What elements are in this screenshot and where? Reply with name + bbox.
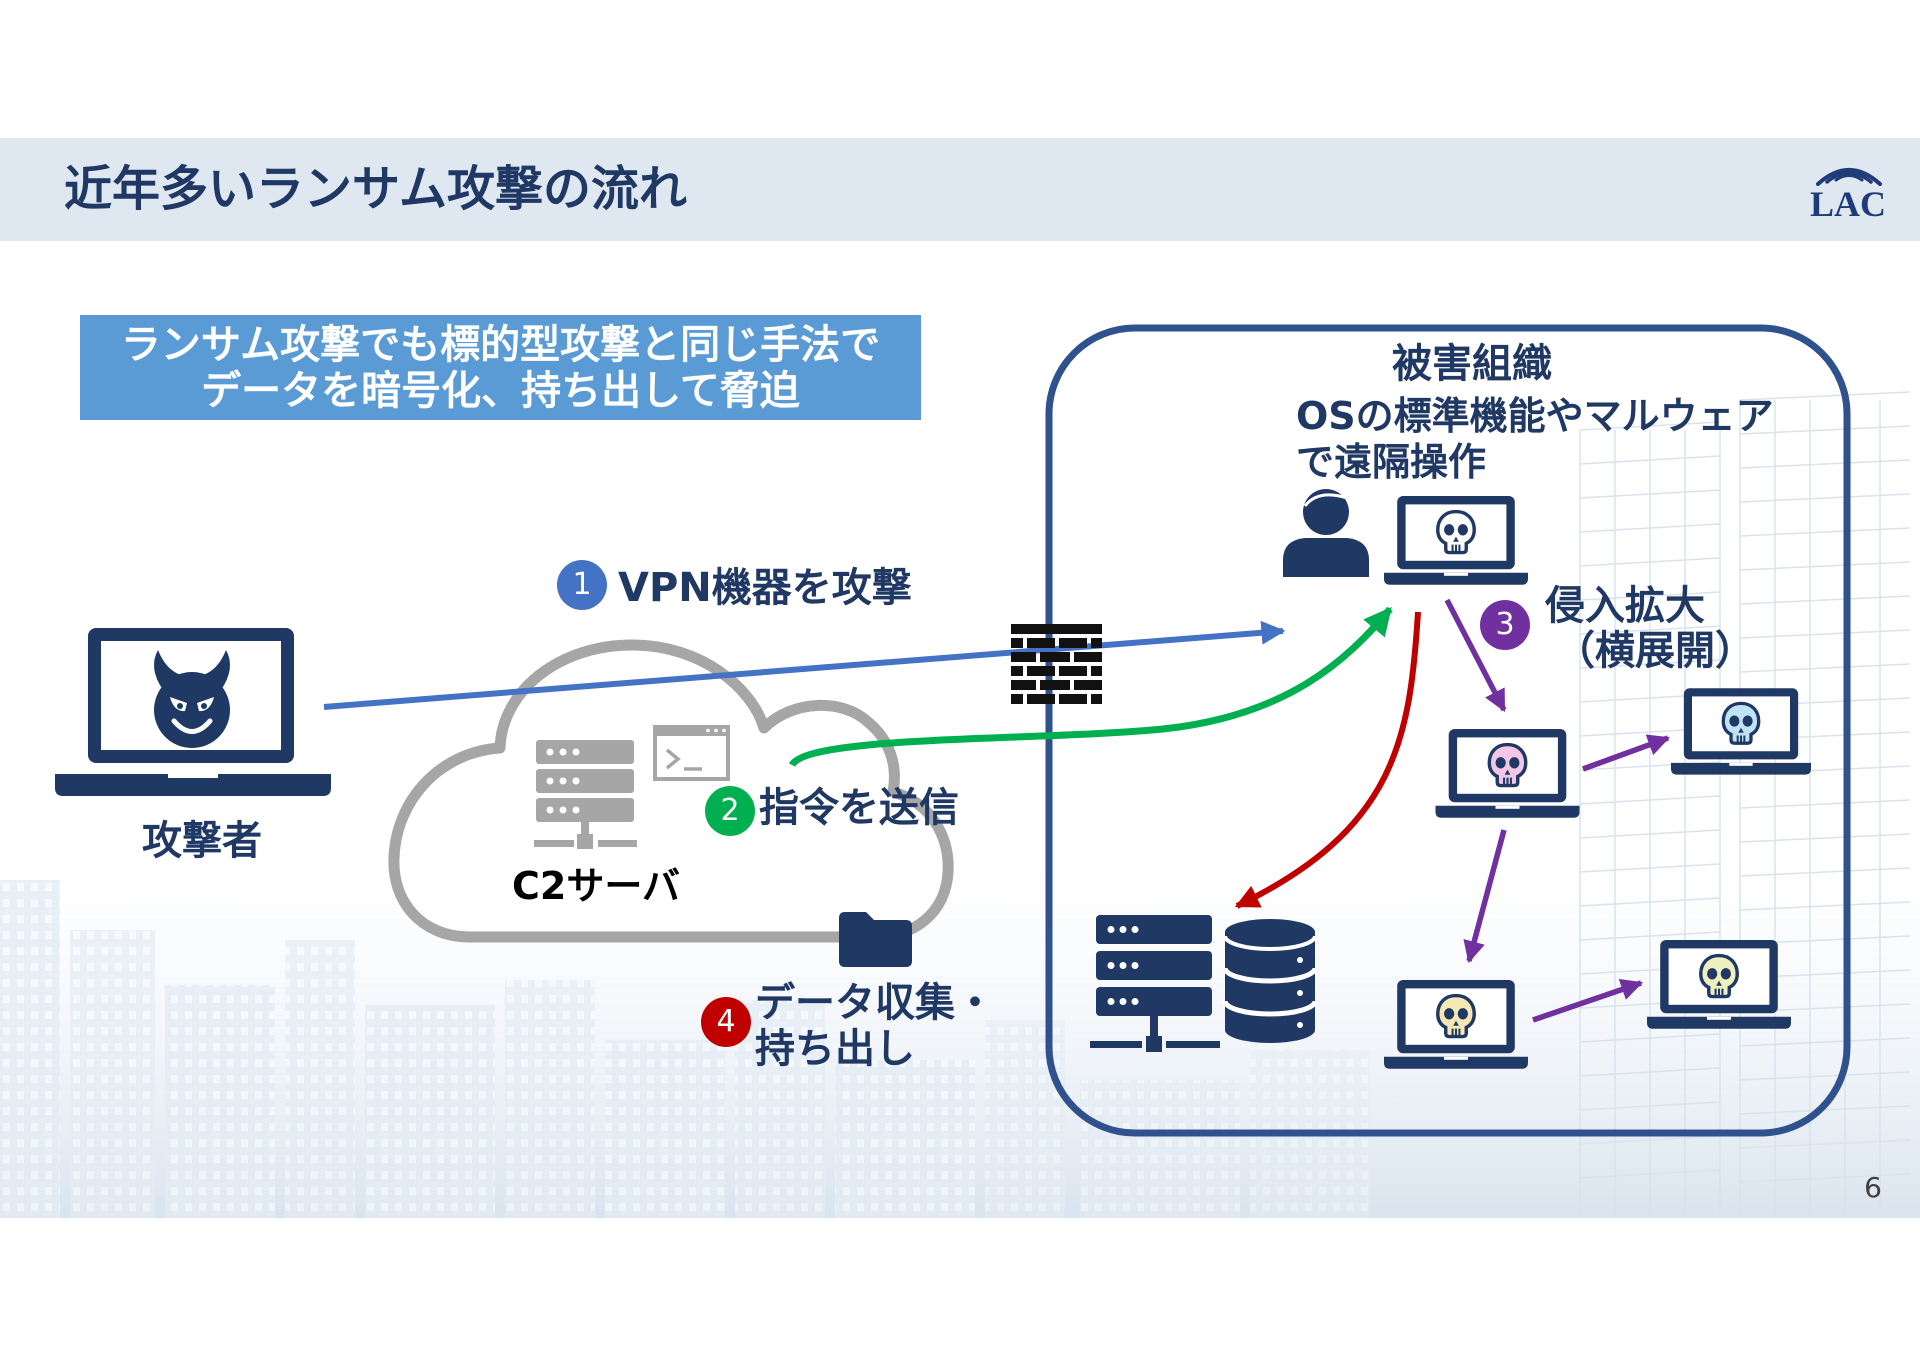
background-gridline <box>1739 1173 1911 1183</box>
background-gridline <box>1739 1071 1911 1081</box>
infected-laptop-icon <box>1671 688 1811 776</box>
step-1-label: VPN機器を攻撃 <box>618 565 912 611</box>
background-gridline <box>1739 459 1911 469</box>
person-icon <box>1283 489 1369 577</box>
c2-server-label: C2サーバ <box>512 864 680 908</box>
page-number: 6 <box>1864 1171 1882 1204</box>
background-gridline <box>1739 595 1911 605</box>
background-gridline <box>1739 901 1911 911</box>
server-database-icon <box>1090 915 1318 1052</box>
background-gridline <box>1739 391 1911 401</box>
step-2-badge: 2 <box>705 786 755 836</box>
victim-organization-frame <box>1045 324 1851 1137</box>
step-2-label: 指令を送信 <box>759 785 959 831</box>
attacker-label: 攻撃者 <box>142 818 262 864</box>
step-1-badge: 1 <box>557 560 607 610</box>
key-message-box: ランサム攻撃でも標的型攻撃と同じ手法で データを暗号化、持ち出して脅迫 <box>80 315 921 420</box>
victim-description-line: で遠隔操作 <box>1296 440 1487 484</box>
exfiltration-arrow <box>1234 611 1421 909</box>
step-3-badge: 3 <box>1480 600 1530 650</box>
infected-laptop-icon <box>1435 729 1580 819</box>
lac-logo-text: LAC <box>1810 184 1887 224</box>
step-3-label-line: 侵入拡大 <box>1545 583 1705 629</box>
folder-icon <box>839 912 912 967</box>
step-4-label-line: 持ち出し <box>755 1026 915 1072</box>
firewall-icon <box>1011 624 1102 704</box>
cityscape-background <box>0 391 1920 1218</box>
header-band <box>0 138 1920 241</box>
vpn-attack-arrow <box>323 620 1286 710</box>
victim-description: OSの標準機能やマルウェア で遠隔操作 <box>1296 393 1774 485</box>
command-arrow <box>788 606 1393 768</box>
wireframe-buildings <box>1579 391 1911 1218</box>
background-gridline <box>1739 527 1911 537</box>
step-4-badge: 4 <box>701 997 751 1047</box>
lac-logo <box>1816 168 1882 186</box>
background-gridline <box>1739 833 1911 843</box>
background-gridline <box>1739 629 1911 639</box>
background-gridline <box>1739 1037 1911 1047</box>
background-gridline <box>1579 421 1721 431</box>
background-gridline <box>1739 425 1911 435</box>
terminal-icon <box>653 725 730 781</box>
server-rack-icon <box>534 740 637 849</box>
step-4-label-line: データ収集・ <box>755 980 995 1026</box>
background-gridline <box>1739 867 1911 877</box>
background-gridline <box>1739 493 1911 503</box>
background-gridline <box>1739 663 1911 673</box>
key-message-line: データを暗号化、持ち出して脅迫 <box>201 367 800 414</box>
key-message-line: ランサム攻撃でも標的型攻撃と同じ手法で <box>120 321 881 368</box>
step-4-label: データ収集・ 持ち出し <box>755 980 995 1072</box>
step-3-label-line: （横展開） <box>1555 628 1755 674</box>
victim-title: 被害組織 <box>1392 341 1552 387</box>
lateral-movement-arrows <box>1444 598 1671 1023</box>
cloud-icon <box>388 639 954 943</box>
devil-face-icon <box>154 650 230 748</box>
background-gridline <box>1739 1105 1911 1115</box>
background-gridline <box>1739 561 1911 571</box>
background-gridline <box>1739 1139 1911 1149</box>
background-gridline <box>1739 799 1911 809</box>
victim-description-line: OSの標準機能やマルウェア <box>1296 394 1774 438</box>
slide-title: 近年多いランサム攻撃の流れ <box>64 161 688 217</box>
infected-laptop-icon <box>1384 496 1528 586</box>
